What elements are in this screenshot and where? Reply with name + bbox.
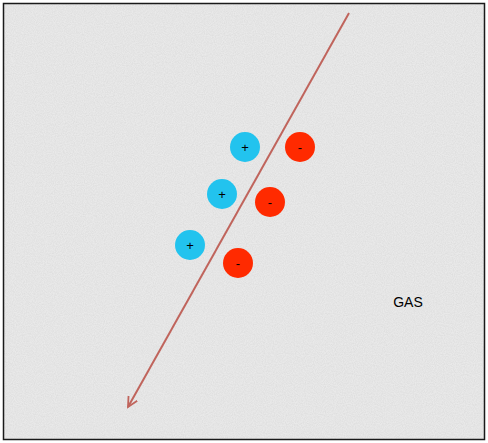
charge-circle: - [285, 132, 315, 162]
charge-sign: + [218, 188, 226, 201]
gas-texture [3, 3, 485, 440]
particle-track-arrow [128, 13, 349, 407]
gas-ground [3, 3, 485, 440]
charge-circle: + [207, 179, 237, 209]
charge-circle: + [230, 132, 260, 162]
frame-border [4, 4, 485, 440]
charge-sign: + [241, 141, 249, 154]
charge-sign: - [268, 196, 272, 209]
charge-circle: + [175, 230, 205, 260]
charge-sign: + [186, 239, 194, 252]
charge-circle: - [223, 248, 253, 278]
medium-label: GAS [393, 294, 423, 310]
charge-circle: - [255, 187, 285, 217]
charge-sign: - [298, 141, 302, 154]
charge-sign: - [236, 257, 240, 270]
